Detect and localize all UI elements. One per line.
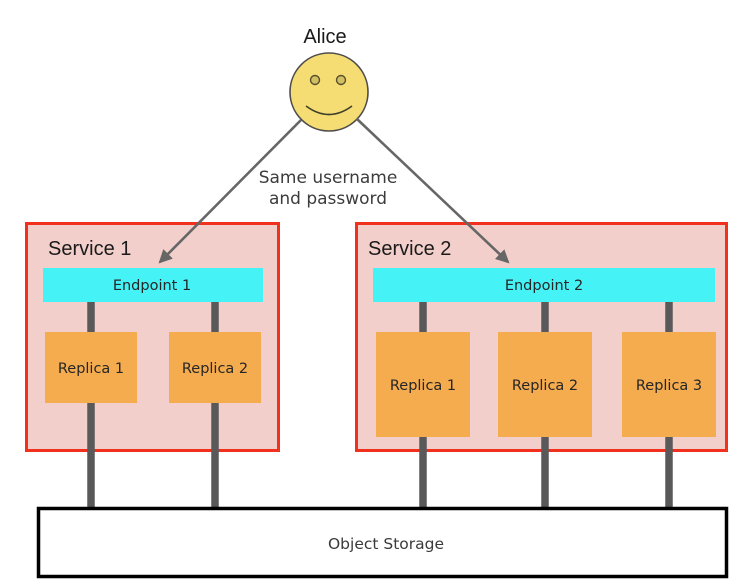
- annotation: Same username and password: [259, 168, 398, 209]
- service-2-title: Service 2: [368, 238, 451, 260]
- service-2-replica-3-label: Replica 3: [636, 378, 702, 394]
- service-1-replica-1: [45, 332, 137, 403]
- service-1-endpoint: [43, 268, 263, 302]
- actor-label: Alice: [303, 26, 346, 48]
- service-2-endpoint: [373, 268, 715, 302]
- object-storage-box: [36, 506, 729, 579]
- service-1-replica-2-label: Replica 2: [182, 361, 248, 377]
- service-2-replica-3: [622, 332, 716, 437]
- annotation-line-2: and password: [269, 189, 387, 209]
- service-2-endpoint-label: Endpoint 2: [505, 278, 583, 294]
- service-2-replica-2: [498, 332, 592, 437]
- service-2-replica-1: [376, 332, 470, 437]
- smile-icon: [305, 105, 353, 116]
- arrow-to-service-2: [356, 118, 510, 264]
- arrow-to-service-1: [158, 119, 302, 264]
- service-1-endpoint-label: Endpoint 1: [113, 278, 191, 294]
- service-1-title: Service 1: [48, 238, 131, 260]
- left-eye-icon: [309, 74, 321, 86]
- service-1-replica-1-label: Replica 1: [58, 361, 124, 377]
- service-2-replica-1-label: Replica 1: [390, 378, 456, 394]
- annotation-line-1: Same username: [259, 168, 398, 188]
- right-eye-icon: [335, 74, 347, 86]
- service-2-replica-2-label: Replica 2: [512, 378, 578, 394]
- face-icon: [289, 52, 369, 132]
- service-1-replica-2: [169, 332, 261, 403]
- object-storage-label: Object Storage: [328, 535, 444, 553]
- user-avatar: [289, 52, 369, 132]
